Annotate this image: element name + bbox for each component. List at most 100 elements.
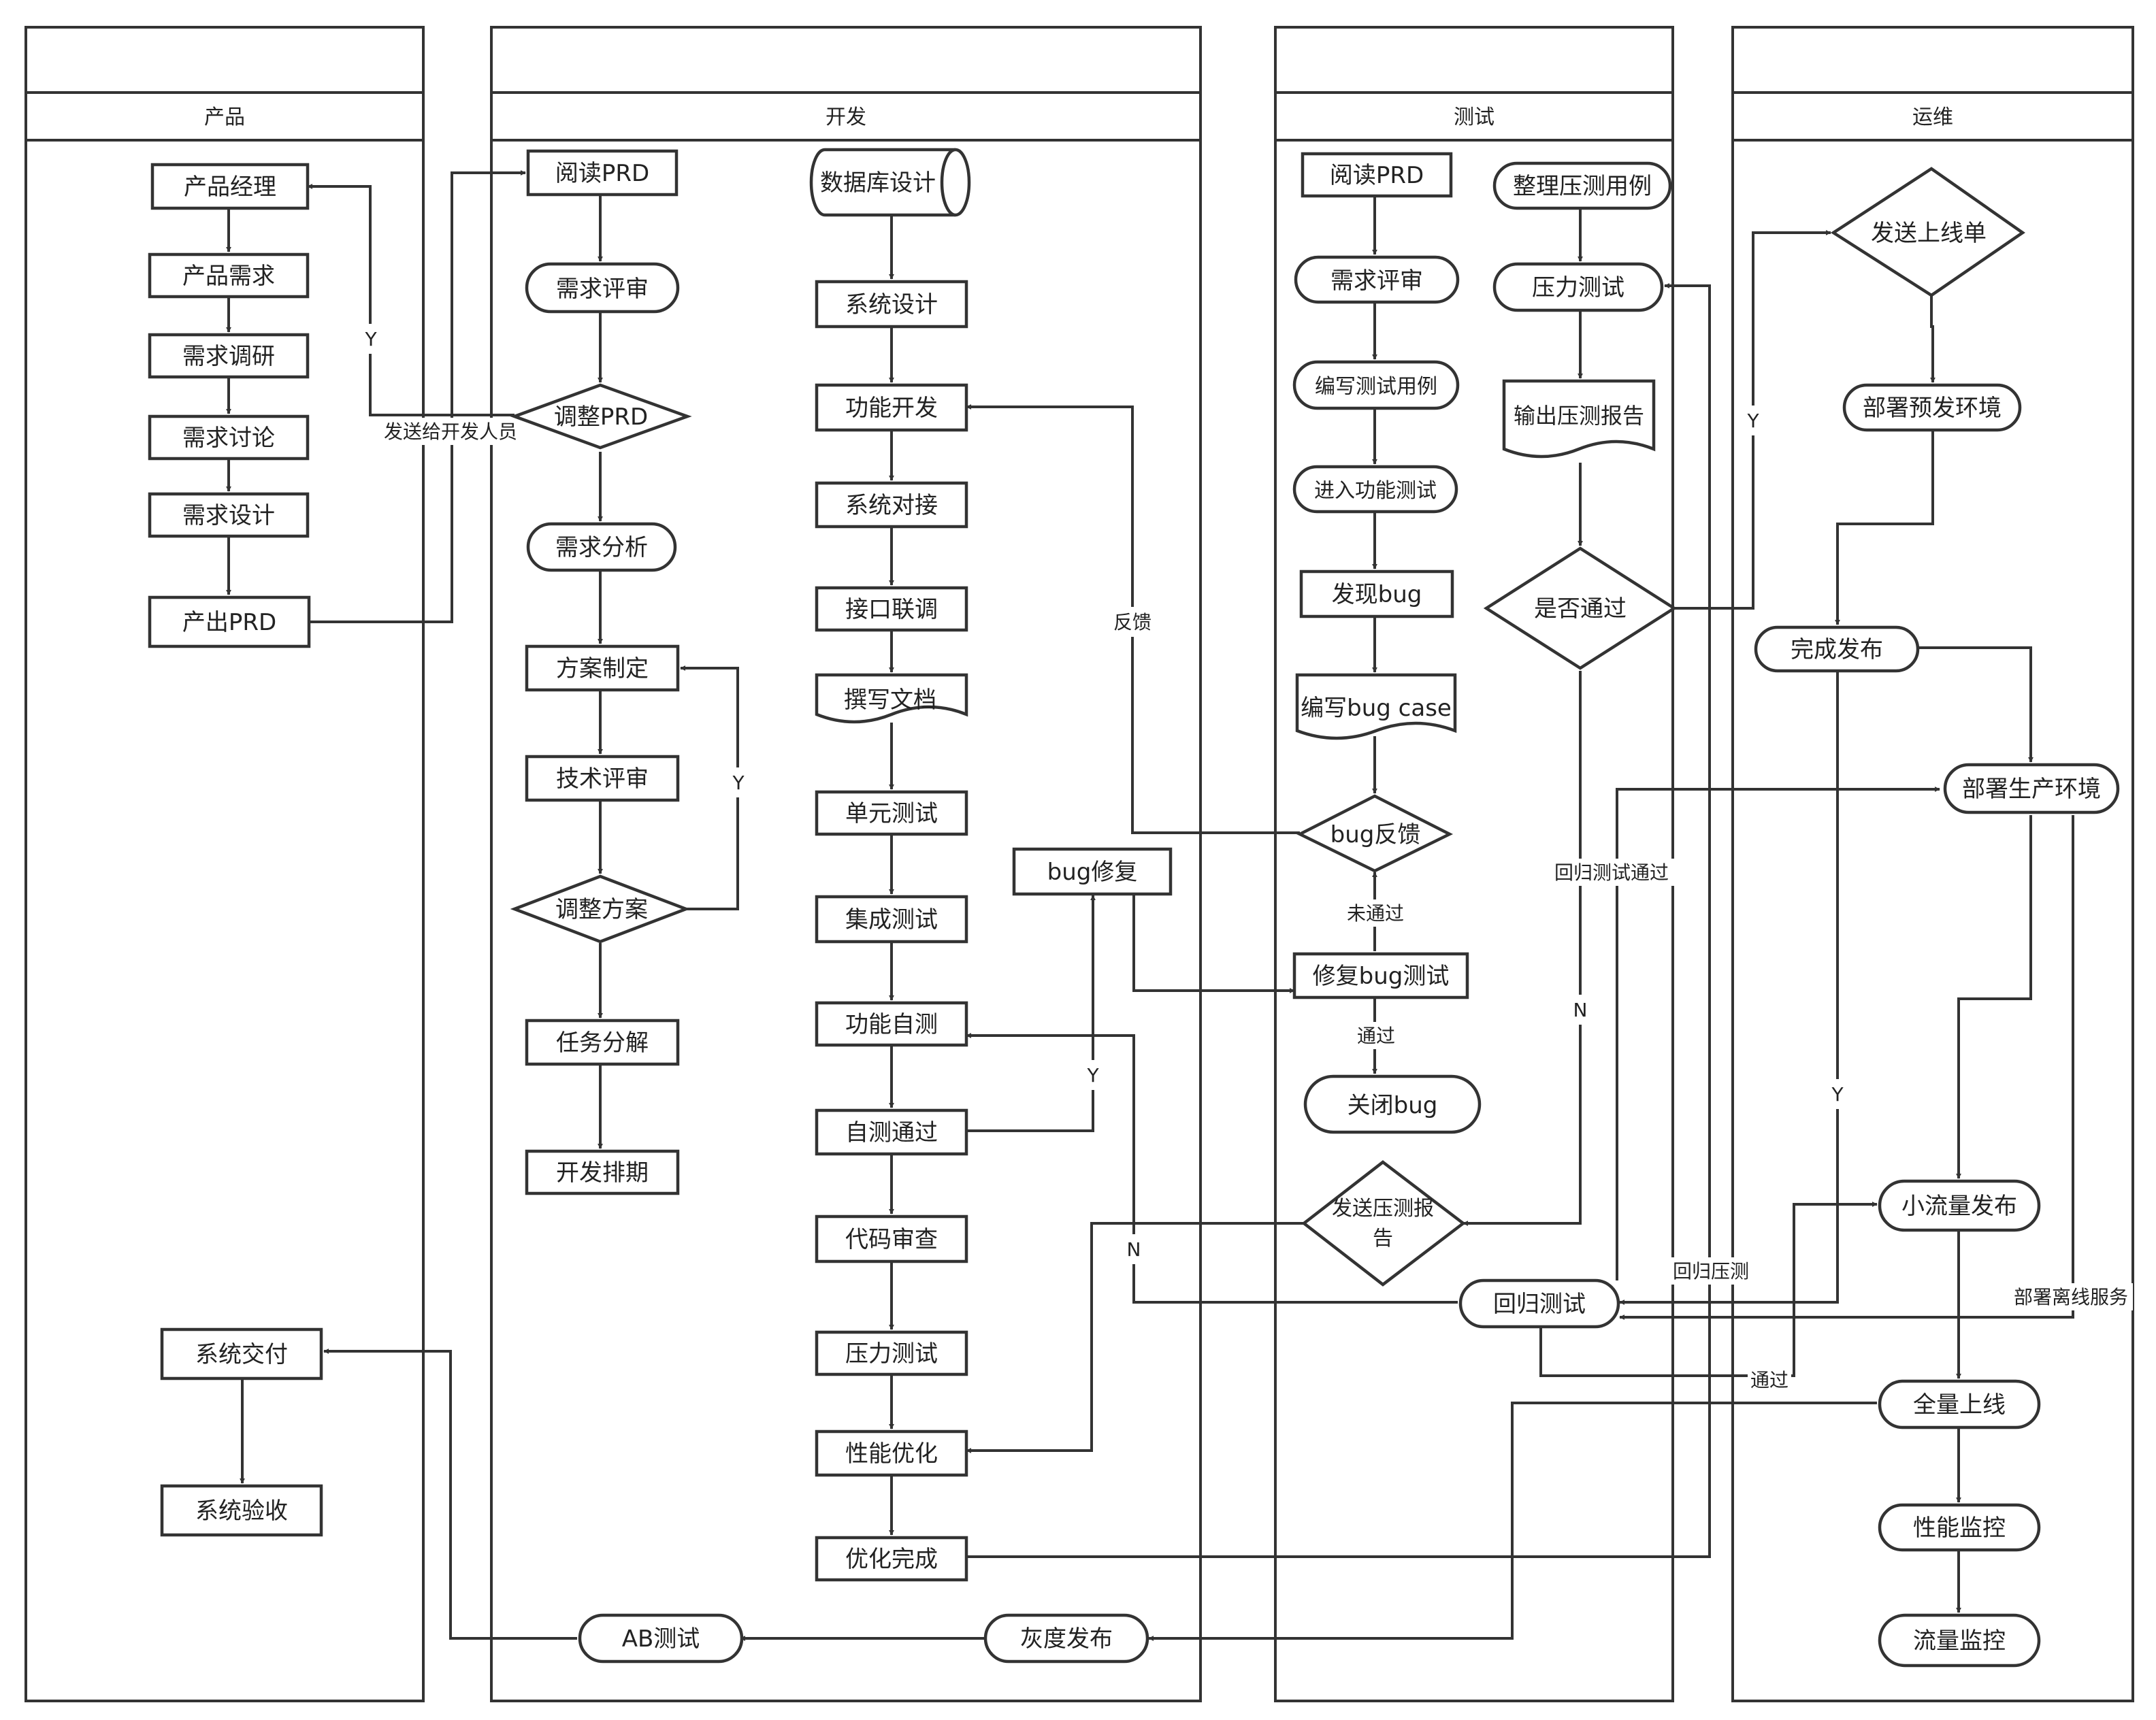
node-discuss[interactable]: 需求讨论 (148, 414, 310, 461)
node-d-stress[interactable]: 压力测试 (815, 1330, 968, 1376)
edges (226, 170, 2074, 1641)
svg-text:需求评审: 需求评审 (556, 276, 649, 303)
svg-text:需求评审: 需求评审 (1330, 267, 1423, 295)
svg-text:关闭bug: 关闭bug (1348, 1092, 1438, 1119)
edge-label-send-dev: 发送给开发人员 (384, 420, 517, 443)
node-t-close[interactable]: 关闭bug (1303, 1074, 1482, 1134)
node-t-pass[interactable]: 是否通过 (1483, 546, 1678, 670)
node-d-review[interactable]: 需求评审 (525, 262, 680, 314)
node-o-full[interactable]: 全量上线 (1878, 1379, 2041, 1429)
node-t-read[interactable]: 阅读PRD (1301, 152, 1453, 198)
node-d-analysis[interactable]: 需求分析 (526, 522, 677, 572)
edge-regress-prod (1616, 787, 1940, 1280)
node-o-traffic[interactable]: 流量监控 (1878, 1613, 2041, 1668)
edge-sendreport-perfopt (966, 1222, 1304, 1453)
svg-text:回归测试: 回归测试 (1493, 1291, 1586, 1318)
node-o-perf[interactable]: 性能监控 (1878, 1503, 2041, 1552)
edge-label-y2: Y (732, 772, 745, 794)
lane-title-ops: 运维 (1912, 105, 1953, 129)
node-pm[interactable]: 产品经理 (150, 163, 310, 210)
node-t-cases[interactable]: 编写测试用例 (1292, 360, 1460, 410)
edge-pass-sendreport (1463, 671, 1582, 1226)
node-t-report[interactable]: 输出压测报告 (1502, 379, 1656, 459)
node-t-review[interactable]: 需求评审 (1294, 255, 1460, 304)
edge-regress-small (1539, 1202, 1878, 1377)
svg-text:需求调研: 需求调研 (182, 343, 275, 370)
svg-text:进入功能测试: 进入功能测试 (1314, 479, 1437, 503)
node-optdone[interactable]: 优化完成 (815, 1536, 968, 1582)
svg-text:发送上线单: 发送上线单 (1871, 220, 1987, 247)
node-selftest[interactable]: 功能自测 (815, 1001, 968, 1047)
node-deliver[interactable]: 系统交付 (160, 1327, 323, 1380)
node-db[interactable]: 数据库设计 (809, 148, 971, 217)
node-o-pre[interactable]: 部署预发环境 (1842, 383, 2022, 432)
node-api[interactable]: 接口联调 (815, 586, 968, 632)
node-d-techreview[interactable]: 技术评审 (525, 755, 680, 802)
node-t-case[interactable]: 编写bug case (1295, 673, 1457, 740)
node-t-organize[interactable]: 整理压测用例 (1492, 161, 1672, 210)
node-gray[interactable]: 灰度发布 (983, 1613, 1149, 1664)
node-t-bug[interactable]: 发现bug (1299, 569, 1454, 618)
node-t-stress[interactable]: 压力测试 (1492, 262, 1664, 312)
node-o-prod[interactable]: 部署生产环境 (1943, 763, 2120, 814)
node-unit[interactable]: 单元测试 (815, 790, 968, 836)
node-o-done[interactable]: 完成发布 (1754, 625, 1920, 673)
svg-text:编写bug case: 编写bug case (1301, 695, 1452, 722)
node-d-adjust[interactable]: 调整PRD (510, 383, 692, 450)
svg-text:输出压测报告: 输出压测报告 (1514, 403, 1644, 429)
node-t-func[interactable]: 进入功能测试 (1292, 465, 1458, 514)
svg-text:开发排期: 开发排期 (556, 1159, 649, 1187)
node-d-plan[interactable]: 方案制定 (525, 644, 680, 692)
edge-adjust-pm (307, 184, 514, 416)
edge-label-offline: 部署离线服务 (2014, 1286, 2128, 1308)
svg-text:系统验收: 系统验收 (195, 1498, 288, 1525)
edge-prod-regress (1619, 815, 2074, 1320)
node-d-read[interactable]: 阅读PRD (526, 149, 679, 197)
node-sysdesign[interactable]: 系统设计 (815, 280, 968, 329)
node-doc[interactable]: 撰写文档 (815, 673, 968, 724)
edge-bugfix-fixtest (1132, 895, 1295, 993)
lane-title-product: 产品 (204, 105, 245, 129)
svg-text:性能优化: 性能优化 (845, 1440, 938, 1468)
node-d-task[interactable]: 任务分解 (525, 1019, 680, 1066)
svg-text:接口联调: 接口联调 (845, 596, 938, 623)
node-bugfix[interactable]: bug修复 (1012, 847, 1173, 896)
node-integ[interactable]: 集成测试 (815, 895, 968, 944)
edge-label-regress-stress: 回归压测 (1673, 1260, 1749, 1283)
edge-ab-deliver (323, 1349, 577, 1640)
node-codereview[interactable]: 代码审查 (815, 1214, 968, 1263)
edge-prod-small (1956, 815, 2032, 1179)
node-t-fixtest[interactable]: 修复bug测试 (1292, 952, 1469, 999)
node-sysjoin[interactable]: 系统对接 (815, 481, 968, 529)
svg-text:是否通过: 是否通过 (1534, 595, 1627, 623)
node-t-feedback[interactable]: bug反馈 (1296, 794, 1454, 873)
svg-text:需求分析: 需求分析 (555, 534, 648, 561)
edge-labels: Y 发送给开发人员 Y 反馈 Y N 未通过 通过 Y 回归测试通过 N Y 回… (362, 324, 2133, 1393)
svg-text:产品需求: 产品需求 (182, 263, 275, 290)
edge-label-feedback: 反馈 (1113, 611, 1152, 633)
node-design[interactable]: 需求设计 (148, 492, 310, 538)
node-d-adjplan[interactable]: 调整方案 (510, 874, 691, 944)
node-t-regress[interactable]: 回归测试 (1458, 1278, 1620, 1329)
node-o-send[interactable]: 发送上线单 (1830, 167, 2025, 297)
node-t-sendreport[interactable]: 发送压测报 (1301, 1160, 1466, 1287)
node-ab[interactable]: AB测试 (578, 1613, 744, 1664)
edge-done-prod (1918, 646, 2034, 763)
node-selfpass[interactable]: 自测通过 (815, 1108, 968, 1156)
node-d-schedule[interactable]: 开发排期 (525, 1149, 680, 1195)
svg-text:集成测试: 集成测试 (845, 906, 938, 933)
node-req[interactable]: 产品需求 (148, 252, 310, 299)
svg-text:阅读PRD: 阅读PRD (1330, 162, 1424, 189)
node-funcdev[interactable]: 功能开发 (815, 383, 968, 432)
node-perfopt[interactable]: 性能优化 (815, 1429, 968, 1477)
node-research[interactable]: 需求调研 (148, 333, 310, 379)
svg-text:单元测试: 单元测试 (845, 800, 938, 827)
node-o-small[interactable]: 小流量发布 (1878, 1179, 2041, 1232)
node-prd-out[interactable]: 产出PRD (148, 595, 311, 648)
svg-text:bug修复: bug修复 (1047, 859, 1138, 886)
edge-label-not-pass: 未通过 (1347, 902, 1404, 925)
edge-send-pre (1930, 295, 1936, 383)
edge-label-y4: Y (1746, 410, 1759, 432)
svg-text:优化完成: 优化完成 (845, 1546, 938, 1573)
node-accept[interactable]: 系统验收 (160, 1484, 323, 1537)
